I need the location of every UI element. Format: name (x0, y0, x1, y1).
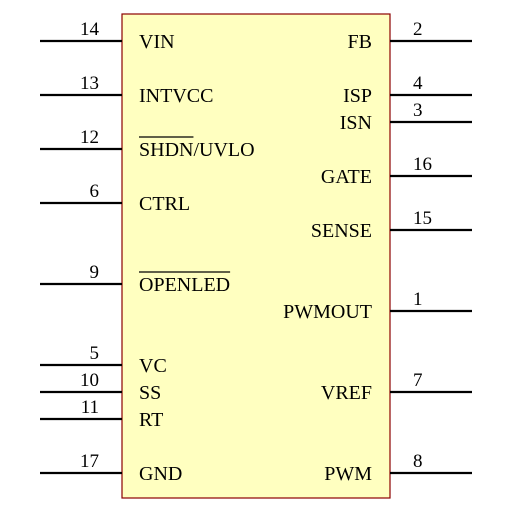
pin-label-shdn-uvlo: SHDN/UVLO (139, 139, 255, 161)
pin-number: 10 (80, 370, 99, 391)
pin-number: 13 (80, 73, 99, 94)
ic-body (121, 13, 391, 499)
pin-label-openled: OPENLED (139, 274, 230, 296)
pin-number: 17 (80, 451, 99, 472)
pin-number: 4 (413, 73, 423, 94)
pin-number: 11 (81, 397, 99, 418)
pin-number: 3 (413, 100, 423, 121)
pin-number: 16 (413, 154, 432, 175)
pin-label-pwmout: PWMOUT (283, 301, 372, 323)
pin-number: 6 (90, 181, 100, 202)
pin-number: 8 (413, 451, 423, 472)
pin-label-ss: SS (139, 382, 161, 404)
pin-number: 14 (80, 19, 100, 40)
pin-number: 9 (90, 262, 100, 283)
pin-number: 5 (90, 343, 100, 364)
pin-number: 2 (413, 19, 423, 40)
pin-label-gnd: GND (139, 463, 182, 485)
pin-number: 12 (80, 127, 99, 148)
pin-label-fb: FB (348, 31, 372, 53)
pin-label-vc: VC (139, 355, 167, 377)
pin-2: 2FB (348, 19, 472, 53)
pin-number: 15 (413, 208, 432, 229)
pin-label-gate: GATE (321, 166, 372, 188)
pin-number: 1 (413, 289, 423, 310)
pin-label-ctrl: CTRL (139, 193, 190, 215)
pin-number: 7 (413, 370, 423, 391)
pin-label-isn: ISN (340, 112, 372, 134)
pin-label-sense: SENSE (311, 220, 372, 242)
pin-label-vin: VIN (139, 31, 175, 53)
pin-label-intvcc: INTVCC (139, 85, 213, 107)
pin-label-rt: RT (139, 409, 163, 431)
pin-5: 5VC (40, 343, 167, 377)
pin-label-vref: VREF (321, 382, 372, 404)
pin-label-pwm: PWM (324, 463, 372, 485)
pin-label-isp: ISP (343, 85, 372, 107)
